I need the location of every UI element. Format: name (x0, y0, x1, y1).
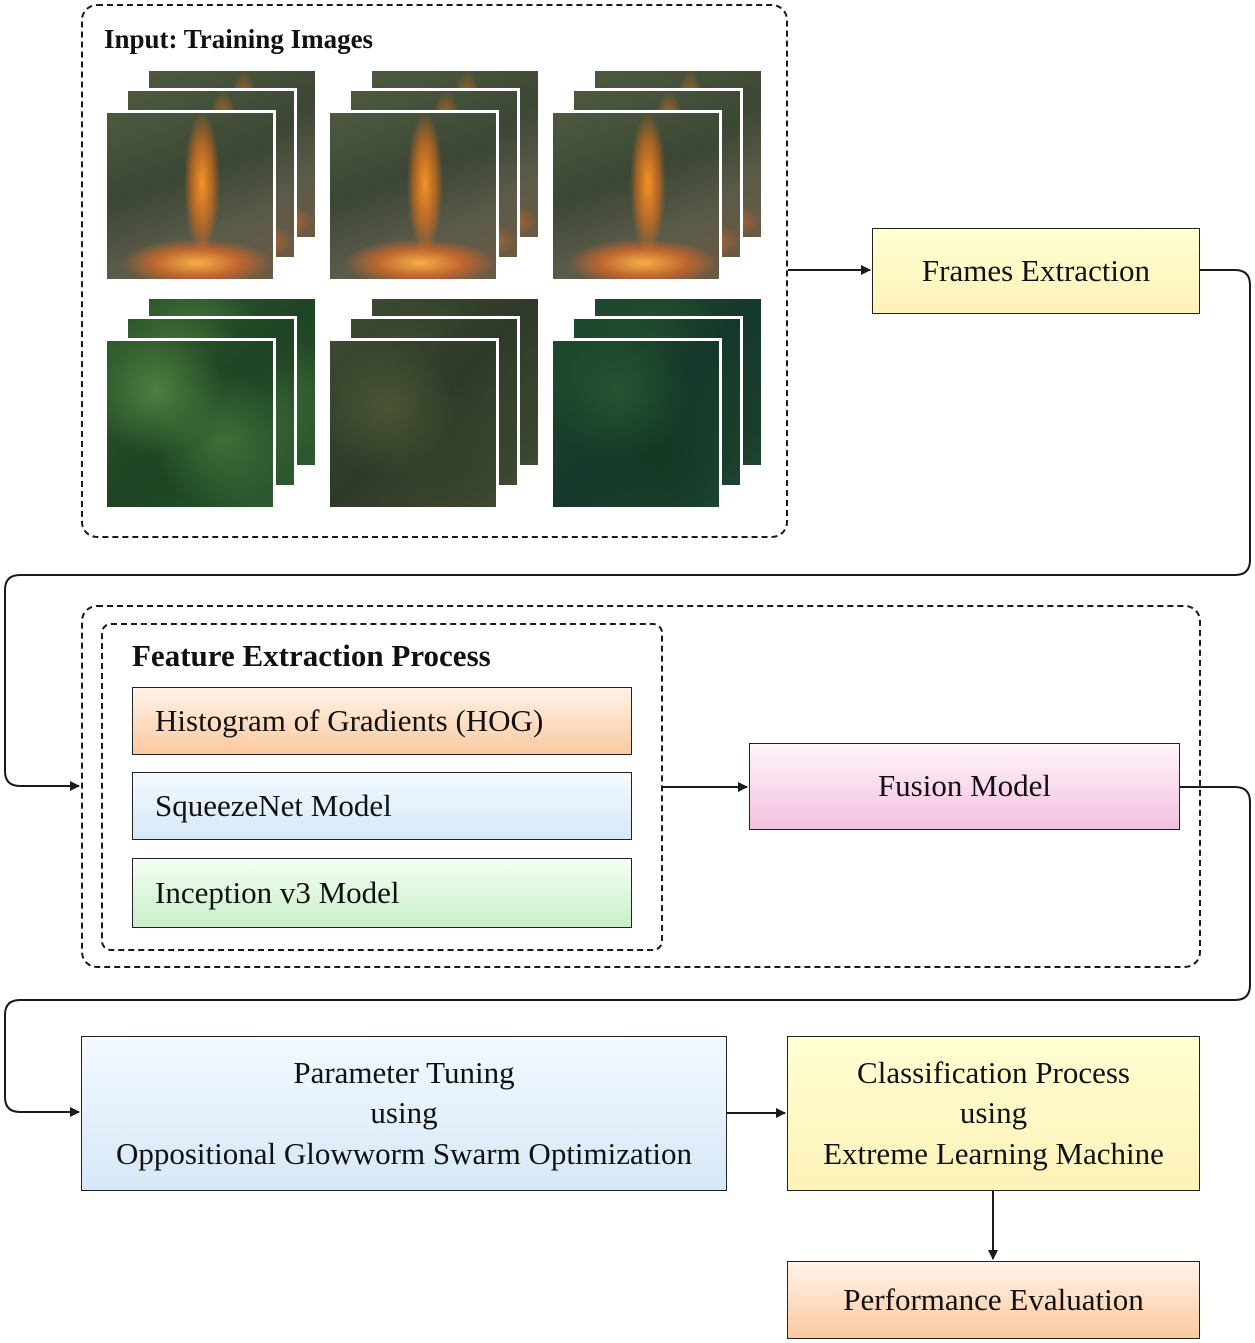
input-heading: Input: Training Images (104, 24, 374, 54)
performance-evaluation-label: Performance Evaluation (843, 1281, 1144, 1317)
input-panel (81, 4, 788, 538)
fire-image (327, 110, 499, 282)
arrow-fusion-to-tuning (4, 786, 1251, 1117)
frames-extraction-box: Frames Extraction (872, 228, 1200, 314)
forest-image (327, 338, 499, 510)
arrow-frames-to-features (4, 269, 1251, 791)
feature-extraction-panel (101, 623, 663, 951)
classification-title: Classification Process (857, 1055, 1130, 1091)
parameter-tuning-title: Parameter Tuning (293, 1055, 515, 1091)
classification-method: Extreme Learning Machine (823, 1135, 1164, 1171)
inception-box: Inception v3 Model (132, 858, 632, 928)
fusion-model-label: Fusion Model (877, 768, 1052, 804)
fire-image (104, 110, 276, 282)
forest-image (550, 338, 722, 510)
inception-label: Inception v3 Model (155, 874, 400, 910)
parameter-tuning-method: Oppositional Glowworm Swarm Optimization (115, 1135, 693, 1171)
parameter-tuning-box: Parameter Tuning using Oppositional Glow… (81, 1036, 727, 1191)
hog-box: Histogram of Gradients (HOG) (132, 687, 632, 755)
classification-box: Classification Process using Extreme Lea… (787, 1036, 1200, 1191)
performance-evaluation-box: Performance Evaluation (787, 1261, 1200, 1339)
squeezenet-box: SqueezeNet Model (132, 772, 632, 840)
classification-using: using (959, 1095, 1028, 1131)
squeezenet-label: SqueezeNet Model (155, 787, 392, 823)
hog-label: Histogram of Gradients (HOG) (155, 702, 544, 738)
feature-extraction-heading: Feature Extraction Process (132, 638, 491, 673)
frames-extraction-label: Frames Extraction (921, 252, 1151, 288)
fire-image (550, 110, 722, 282)
fusion-model-box: Fusion Model (749, 743, 1180, 830)
parameter-tuning-using: using (370, 1095, 438, 1131)
forest-image (104, 338, 276, 510)
